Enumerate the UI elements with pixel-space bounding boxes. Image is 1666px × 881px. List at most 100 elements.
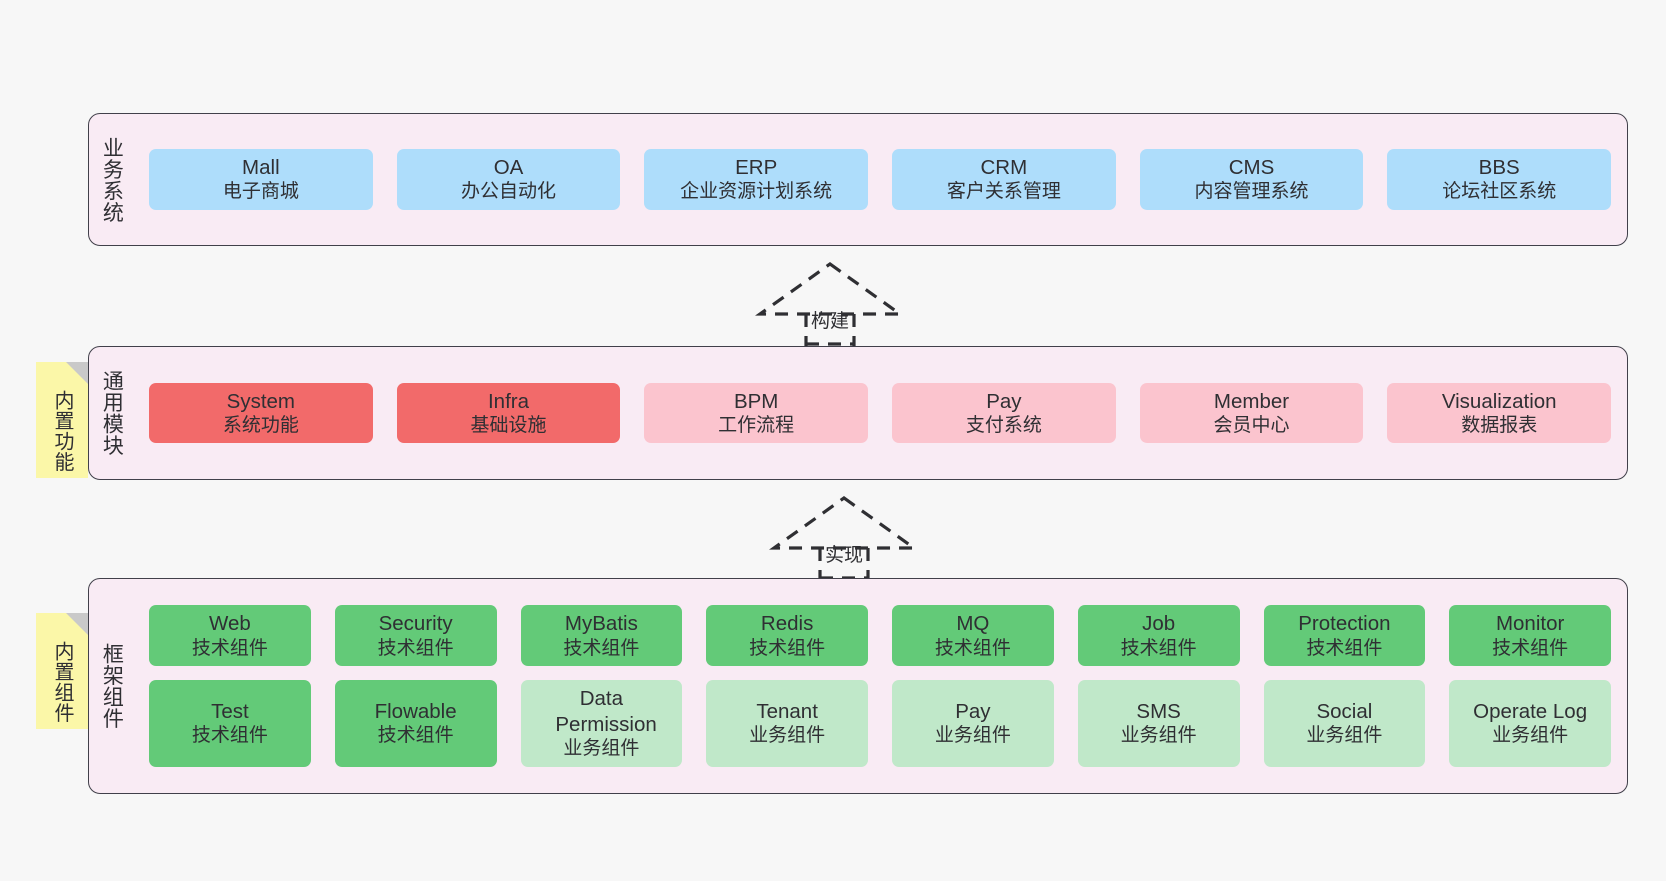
sticky-note-builtin-components: 内置组件 [36,613,88,729]
node-mybatis[interactable]: MyBatis 技术组件 [520,605,683,667]
layer-body-modules: System 系统功能 Infra 基础设施 BPM 工作流程 Pay 支付系统… [133,347,1627,479]
node-operate-log[interactable]: Operate Log 业务组件 [1449,680,1611,767]
node-cms[interactable]: CMS 内容管理系统 [1139,149,1364,210]
node-web[interactable]: Web 技术组件 [149,605,311,667]
node-title: SMS [1136,700,1181,723]
node-test[interactable]: Test 技术组件 [149,680,311,767]
node-sms[interactable]: SMS 业务组件 [1077,680,1240,767]
layer-business-systems: 业务系统 Mall 电子商城 OA 办公自动化 ERP 企业资源计划系统 CRM… [88,113,1628,246]
node-title: Infra [487,389,530,413]
node-subtitle: 技术组件 [377,637,454,659]
node-title: Data Permission [555,687,657,736]
node-title: OA [493,156,524,180]
layer-caption-modules: 通用模块 [100,370,124,456]
node-title: System [226,389,296,413]
node-redis[interactable]: Redis 技术组件 [706,605,868,667]
node-member[interactable]: Member 会员中心 [1139,382,1364,444]
node-title: CMS [1228,156,1275,180]
node-title: Flowable [374,700,457,723]
node-mq[interactable]: MQ 技术组件 [892,605,1054,667]
node-subtitle: 技术组件 [191,725,268,747]
sticky-fold-corner-icon [66,362,88,384]
node-pay-component[interactable]: Pay 业务组件 [892,680,1054,767]
node-subtitle: 数据报表 [1461,414,1538,436]
node-title: Pay [986,389,1022,413]
node-subtitle: 技术组件 [191,637,268,659]
generalization-arrow-icon [769,496,919,580]
node-subtitle: 办公自动化 [461,181,557,203]
node-title: BPM [733,389,779,413]
node-subtitle: 业务组件 [934,725,1011,747]
node-subtitle: 会员中心 [1213,414,1290,436]
node-subtitle: 工作流程 [718,414,795,436]
sticky-fold-corner-icon [66,613,88,635]
node-oa[interactable]: OA 办公自动化 [396,149,621,210]
node-subtitle: 业务组件 [1306,725,1383,747]
node-tenant[interactable]: Tenant 业务组件 [706,680,868,767]
node-subtitle: 支付系统 [965,414,1042,436]
node-row: Test 技术组件 Flowable 技术组件 Data Permission … [149,680,1611,767]
node-title: MQ [956,612,990,636]
node-protection[interactable]: Protection 技术组件 [1263,605,1426,667]
layer-body-components: Web 技术组件 Security 技术组件 MyBatis 技术组件 Redi… [133,579,1627,793]
node-visualization[interactable]: Visualization 数据报表 [1387,382,1612,444]
sticky-note-builtin-functions: 内置功能 [36,362,88,478]
node-title: Security [378,612,453,636]
node-title: Tenant [756,700,818,723]
node-title: Protection [1298,612,1391,636]
node-subtitle: 技术组件 [749,637,826,659]
node-title: Test [211,700,249,723]
node-subtitle: 技术组件 [934,637,1011,659]
node-system[interactable]: System 系统功能 [149,382,373,444]
node-row: Mall 电子商城 OA 办公自动化 ERP 企业资源计划系统 CRM 客户关系… [149,149,1612,210]
node-erp[interactable]: ERP 企业资源计划系统 [644,149,869,210]
layer-caption-components: 框架组件 [100,643,124,729]
node-title: Social [1316,700,1373,723]
layer-caption-business: 业务系统 [100,136,124,223]
node-title: Operate Log [1473,700,1588,723]
node-bpm[interactable]: BPM 工作流程 [644,382,869,444]
node-title: Web [208,612,251,636]
node-subtitle: 电子商城 [222,181,299,203]
node-subtitle: 业务组件 [1120,725,1197,747]
node-title: Visualization [1441,389,1557,413]
node-social[interactable]: Social 业务组件 [1263,680,1426,767]
node-row: Web 技术组件 Security 技术组件 MyBatis 技术组件 Redi… [149,605,1611,667]
node-title: CRM [980,156,1028,180]
node-title: ERP [735,156,778,180]
node-title: Redis [760,612,814,636]
node-subtitle: 客户关系管理 [946,181,1061,203]
node-flowable[interactable]: Flowable 技术组件 [334,680,497,767]
node-subtitle: 业务组件 [749,725,826,747]
node-job[interactable]: Job 技术组件 [1077,605,1240,667]
node-subtitle: 技术组件 [1306,637,1383,659]
node-crm[interactable]: CRM 客户关系管理 [892,149,1116,210]
node-title: Monitor [1495,612,1565,636]
node-security[interactable]: Security 技术组件 [334,605,497,667]
layer-framework-components: 框架组件 Web 技术组件 Security 技术组件 MyBatis 技术组件… [88,578,1628,794]
node-data-permission[interactable]: Data Permission 业务组件 [520,680,683,767]
node-infra[interactable]: Infra 基础设施 [396,382,621,444]
node-bbs[interactable]: BBS 论坛社区系统 [1387,149,1612,210]
node-pay-module[interactable]: Pay 支付系统 [892,382,1116,444]
layer-common-modules: 通用模块 System 系统功能 Infra 基础设施 BPM 工作流程 Pay… [88,346,1628,480]
node-subtitle: 企业资源计划系统 [680,181,833,203]
layer-body-business: Mall 电子商城 OA 办公自动化 ERP 企业资源计划系统 CRM 客户关系… [133,114,1627,245]
node-subtitle: 内容管理系统 [1194,181,1309,203]
node-title: Job [1142,612,1176,636]
node-title: Member [1213,389,1290,413]
node-title: BBS [1478,156,1520,180]
node-subtitle: 技术组件 [377,725,454,747]
node-mall[interactable]: Mall 电子商城 [149,149,373,210]
node-subtitle: 系统功能 [222,414,299,436]
node-monitor[interactable]: Monitor 技术组件 [1449,605,1611,667]
node-row: System 系统功能 Infra 基础设施 BPM 工作流程 Pay 支付系统… [149,382,1612,444]
connector-implement: 实现 [769,492,919,580]
sticky-note-label: 内置组件 [51,641,73,723]
node-title: MyBatis [564,612,638,636]
node-subtitle: 基础设施 [470,414,547,436]
node-subtitle: 论坛社区系统 [1442,181,1557,203]
node-subtitle: 技术组件 [563,637,640,659]
node-subtitle: 技术组件 [1492,637,1569,659]
